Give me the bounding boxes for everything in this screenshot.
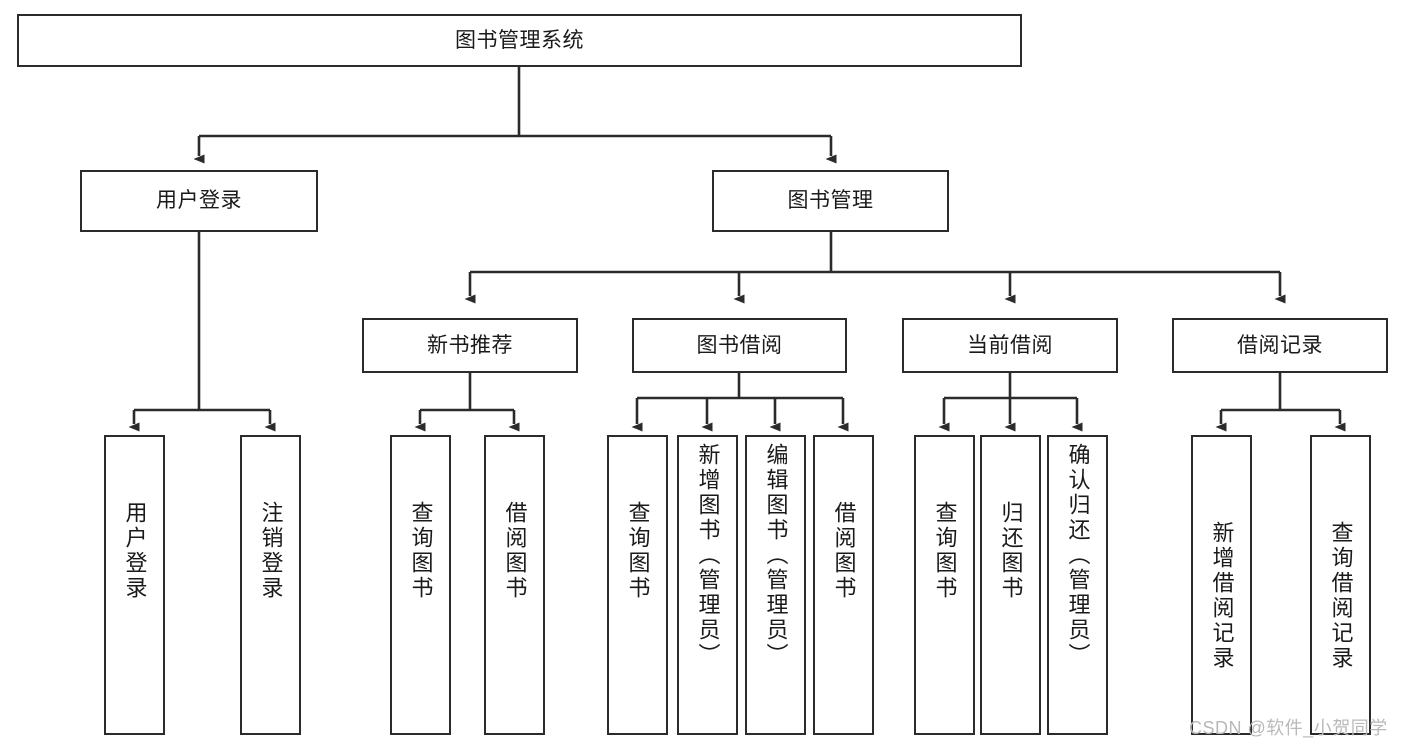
leaf-current-return-book-label: 归还图书	[998, 501, 1024, 601]
leaf-records-add-record[interactable]: 新增借阅记录	[1191, 435, 1252, 735]
node-borrow-records-label: 借阅记录	[1237, 333, 1323, 357]
leaf-newbooks-borrow-book[interactable]: 借阅图书	[484, 435, 545, 735]
leaf-records-add-record-label: 新增借阅记录	[1209, 521, 1235, 671]
leaf-borrow-edit-book-admin[interactable]: 编辑图书（管理员）	[745, 435, 806, 735]
node-current-borrow[interactable]: 当前借阅	[902, 318, 1118, 373]
leaf-borrow-borrow-book-label: 借阅图书	[831, 501, 857, 601]
leaf-borrow-borrow-book[interactable]: 借阅图书	[813, 435, 874, 735]
node-user-login[interactable]: 用户登录	[80, 170, 318, 232]
leaf-current-confirm-return-admin-label: 确认归还（管理员）	[1065, 443, 1091, 668]
leaf-borrow-edit-book-admin-label: 编辑图书（管理员）	[763, 443, 789, 668]
watermark: CSDN @软件_小贺同学	[1189, 718, 1388, 738]
node-borrow-records[interactable]: 借阅记录	[1172, 318, 1388, 373]
leaf-logout-label: 注销登录	[258, 501, 284, 601]
leaf-user-login[interactable]: 用户登录	[104, 435, 165, 735]
node-book-management[interactable]: 图书管理	[712, 170, 949, 232]
leaf-borrow-query-book-label: 查询图书	[625, 501, 651, 601]
node-book-borrow[interactable]: 图书借阅	[632, 318, 847, 373]
leaf-newbooks-query-book-label: 查询图书	[408, 501, 434, 601]
leaf-borrow-add-book-admin[interactable]: 新增图书（管理员）	[677, 435, 738, 735]
leaf-user-login-label: 用户登录	[122, 501, 148, 601]
leaf-logout[interactable]: 注销登录	[240, 435, 301, 735]
node-book-borrow-label: 图书借阅	[696, 333, 783, 357]
leaf-borrow-add-book-admin-label: 新增图书（管理员）	[695, 443, 721, 668]
leaf-newbooks-query-book[interactable]: 查询图书	[390, 435, 451, 735]
node-current-borrow-label: 当前借阅	[967, 333, 1053, 357]
leaf-borrow-query-book[interactable]: 查询图书	[607, 435, 668, 735]
leaf-records-query-record-label: 查询借阅记录	[1328, 521, 1354, 671]
node-user-login-label: 用户登录	[156, 189, 242, 213]
leaf-current-confirm-return-admin[interactable]: 确认归还（管理员）	[1047, 435, 1108, 735]
leaf-records-query-record[interactable]: 查询借阅记录	[1310, 435, 1371, 735]
leaf-newbooks-borrow-book-label: 借阅图书	[502, 501, 528, 601]
node-new-book-recommend-label: 新书推荐	[427, 333, 513, 357]
leaf-current-query-book-label: 查询图书	[932, 501, 958, 601]
node-book-management-label: 图书管理	[787, 189, 874, 213]
leaf-current-query-book[interactable]: 查询图书	[914, 435, 975, 735]
leaf-current-return-book[interactable]: 归还图书	[980, 435, 1041, 735]
node-root[interactable]: 图书管理系统	[17, 14, 1022, 67]
node-new-book-recommend[interactable]: 新书推荐	[362, 318, 578, 373]
node-root-label: 图书管理系统	[455, 28, 584, 52]
